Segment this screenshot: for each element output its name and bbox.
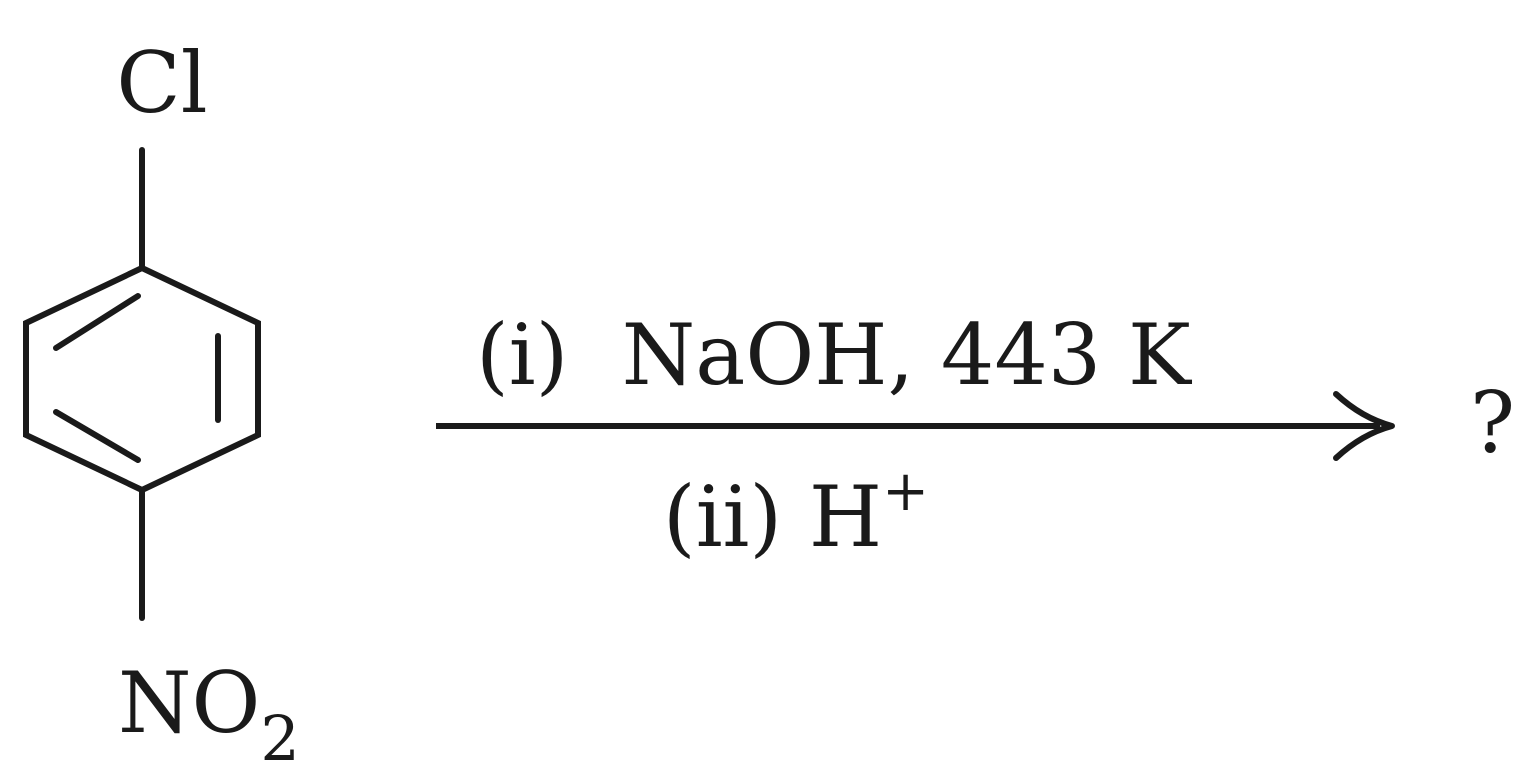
reagent-step-1: (i) NaOH, 443 K (476, 306, 1193, 404)
nitro-label: NO2 (118, 654, 300, 772)
reagent-step-2-main: (ii) H (663, 468, 882, 566)
product-unknown: ? (1470, 374, 1515, 472)
benzene-ring (23, 264, 261, 494)
reaction-arrow-head (1333, 391, 1395, 461)
reagent-step-2: (ii) H+ (476, 432, 1063, 566)
reagent-step-2-superscript: + (882, 459, 929, 524)
double-bond-upper-left (53, 293, 141, 351)
nitro-label-main: NO (118, 654, 260, 752)
double-bond-lower-left (53, 409, 141, 463)
chlorine-label: Cl (116, 34, 207, 132)
nitro-label-subscript: 2 (260, 702, 299, 772)
